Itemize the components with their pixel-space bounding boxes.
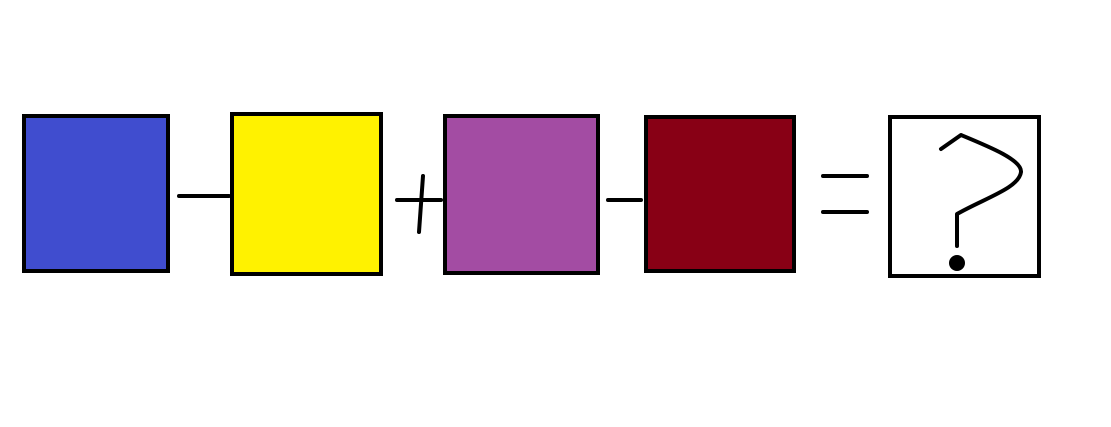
yellow-square	[230, 112, 383, 276]
equals-sign	[821, 174, 869, 214]
result-box	[888, 115, 1041, 278]
question-mark-icon	[939, 133, 1023, 271]
purple-square	[443, 114, 600, 275]
blue-square	[22, 114, 170, 273]
plus-sign	[395, 174, 443, 234]
dark-red-square	[644, 115, 796, 273]
